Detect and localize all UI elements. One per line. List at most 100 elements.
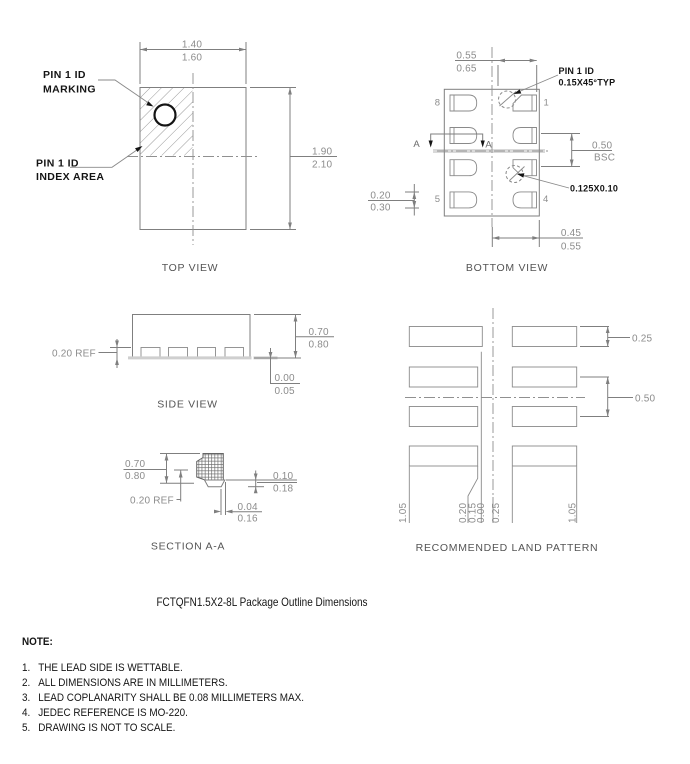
side-view-package-body <box>132 314 251 359</box>
note-item: 2. ALL DIMENSIONS ARE IN MILLIMETERS. <box>22 676 304 691</box>
dim-text: 0.30 <box>370 203 391 214</box>
land-rotated-dims: 1.05 0.20 0.15 0.00 0.25 1.05 <box>398 502 578 523</box>
note-text: LEAD COPLANARITY SHALL BE 0.08 MILLIMETE… <box>38 692 304 704</box>
dim-land-pad-height: 0.25 <box>580 326 652 347</box>
side-view: 0.20 REF 0.70 0.80 0.00 0.05 SIDE VI <box>52 314 334 411</box>
pin1-chamfer-marker-circle <box>498 90 516 109</box>
dim-text: 1.05 <box>398 502 409 523</box>
dim-text: 0.55 <box>456 51 477 62</box>
dim-pitch: 0.50 BSC <box>541 133 615 167</box>
dim-pin1-pad: 0.55 0.65 <box>455 51 538 92</box>
pin1-id-leader <box>513 74 559 94</box>
note-item: 1. THE LEAD SIDE IS WETTABLE. <box>22 661 304 676</box>
dim-text: 0.50 <box>592 141 613 152</box>
dim-text: 0.00 <box>476 502 487 523</box>
note-text: JEDEC REFERENCE IS MO-220. <box>38 707 188 719</box>
dim-text: 1.05 <box>568 502 579 523</box>
dim-body-height: 0.70 0.80 <box>254 314 334 359</box>
note-number: 1. <box>22 662 31 674</box>
dim-text: 0.18 <box>273 484 294 495</box>
dim-text: 0.70 <box>309 327 330 338</box>
land-pattern-caption: RECOMMENDED LAND PATTERN <box>416 542 599 554</box>
dim-top-width: 1.40 1.60 <box>139 40 247 84</box>
dim-text: 0.65 <box>456 64 477 75</box>
dim-lead-thickness: 0.20 REF <box>52 339 131 368</box>
pin1-id-marking-circle <box>153 103 177 127</box>
dim-text: 0.16 <box>238 514 259 525</box>
dim-text: 0.55 <box>561 242 582 253</box>
dim-standoff: 0.00 0.05 <box>268 348 300 397</box>
side-view-caption: SIDE VIEW <box>157 399 218 411</box>
section-letter: A <box>485 140 492 151</box>
section-view-caption: SECTION A-A <box>151 541 225 553</box>
pin-number-1: 1 <box>544 98 549 109</box>
dim-text: 0.15 <box>468 502 479 523</box>
dim-text: 0.80 <box>309 340 330 351</box>
pin1-id-label-line2: 0.15X45°TYP <box>559 78 616 88</box>
drawing-title: FCTQFN1.5X2-8L Package Outline Dimension… <box>156 595 368 609</box>
pin-number-5: 5 <box>435 194 440 205</box>
side-view-leads <box>140 347 244 359</box>
dim-text: 0.04 <box>238 502 259 513</box>
dim-text: 1.90 <box>312 147 333 158</box>
note-number: 4. <box>22 707 31 719</box>
pin1-chamfer-slash <box>499 91 517 107</box>
note-text: ALL DIMENSIONS ARE IN MILLIMETERS. <box>38 677 228 689</box>
section-letter: A <box>413 139 420 150</box>
dim-text: 1.60 <box>182 53 203 64</box>
top-view-caption: TOP VIEW <box>162 262 219 274</box>
land-extension-lines <box>408 351 578 523</box>
note-text: DRAWING IS NOT TO SCALE. <box>38 722 176 734</box>
bottom-view-caption: BOTTOM VIEW <box>466 262 548 274</box>
notes-section: NOTE: 1. THE LEAD SIDE IS WETTABLE. 2. ALL… <box>22 636 304 736</box>
dim-text: 0.50 <box>635 394 656 405</box>
note-number: 2. <box>22 677 31 689</box>
notch-slash <box>509 166 525 181</box>
left-pads <box>449 94 478 209</box>
note-number: 3. <box>22 692 31 704</box>
note-text: THE LEAD SIDE IS WETTABLE. <box>38 662 183 674</box>
dim-foot-height: 0.10 0.18 <box>226 470 297 495</box>
land-pads <box>408 326 578 467</box>
notch-label: 0.125X0.10 <box>570 184 618 194</box>
lead-cross-section <box>196 453 224 481</box>
note-item: 4. JEDEC REFERENCE IS MO-220. <box>22 706 304 721</box>
pin1-marking-leader <box>98 79 154 107</box>
note-heading: NOTE: <box>22 636 53 648</box>
dim-toe: 0.04 0.16 <box>214 482 262 525</box>
dim-text: 2.10 <box>312 160 333 171</box>
pin1-index-label-line1: PIN 1 ID <box>36 158 79 170</box>
top-view: 1.40 1.60 1.90 2.10 PIN 1 ID MARKING PIN… <box>36 40 337 274</box>
right-pads <box>512 94 537 209</box>
pad3-chamfered <box>512 159 537 177</box>
dim-section-height: 0.70 0.80 <box>123 453 200 484</box>
pin1-id-label-line1: PIN 1 ID <box>559 66 595 76</box>
drawing-canvas: 1.40 1.60 1.90 2.10 PIN 1 ID MARKING PIN… <box>36 40 655 555</box>
dim-land-pitch: 0.50 <box>580 376 656 417</box>
dim-text: 0.20 <box>458 502 469 523</box>
pin1-marking-label-line1: PIN 1 ID <box>43 69 86 81</box>
dim-text: BSC <box>594 153 615 164</box>
dim-section-ref: 0.20 REF <box>130 469 188 507</box>
pin1-marking-label-line2: MARKING <box>43 84 96 96</box>
dim-text: 0.00 <box>275 373 296 384</box>
dim-text: 0.80 <box>125 471 146 482</box>
dim-text: 0.25 <box>491 502 502 523</box>
dim-edge: 0.45 0.55 <box>491 220 583 253</box>
dim-text: 0.10 <box>273 471 294 482</box>
pin1-pad <box>512 94 537 112</box>
dim-pad-width: 0.20 0.30 <box>368 184 419 216</box>
note-item: 5.DRAWING IS NOT TO SCALE. <box>22 721 304 736</box>
notch-leader <box>517 173 570 189</box>
dim-text: 0.20 <box>370 190 391 201</box>
dim-text: 0.20 REF <box>52 349 96 360</box>
pin1-index-leader <box>70 146 143 168</box>
dim-top-height: 1.90 2.10 <box>250 87 337 230</box>
land-pattern: 0.25 0.50 1.05 0.20 0.15 0.00 0. <box>398 308 655 554</box>
pin-number-8: 8 <box>435 98 440 109</box>
dim-text: 0.45 <box>561 228 582 239</box>
dim-text: 0.20 REF <box>130 496 174 507</box>
dim-text: 0.70 <box>125 459 146 470</box>
bottom-view: 8 1 5 4 A A 0.55 0.65 PIN 1 ID 0.15X45°T… <box>368 47 618 274</box>
